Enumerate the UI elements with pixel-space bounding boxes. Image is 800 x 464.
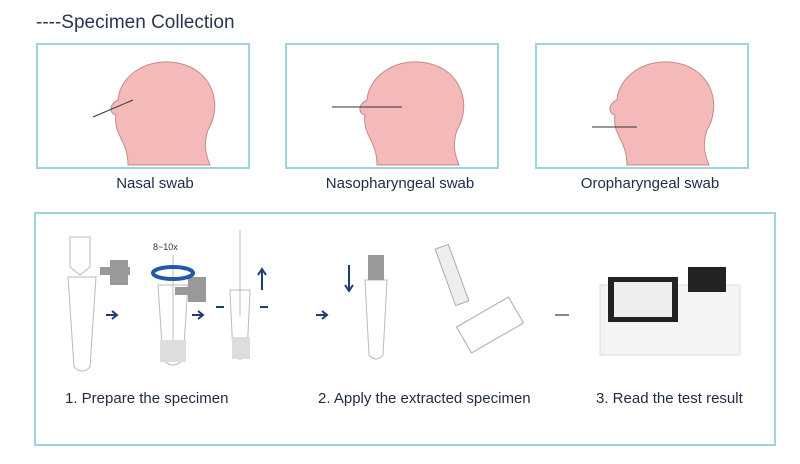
step-1-label: 1. Prepare the specimen xyxy=(65,390,229,407)
section-title: ----Specimen Collection xyxy=(36,12,235,33)
procedure-box xyxy=(34,212,776,446)
oropharyngeal-swab-panel xyxy=(535,43,749,169)
step-2-label: 2. Apply the extracted specimen xyxy=(318,390,531,407)
head-illustration xyxy=(92,61,216,166)
step-3-label: 3. Read the test result xyxy=(596,390,743,407)
rotation-label: 8~10x xyxy=(153,242,178,252)
nasal-swab-panel xyxy=(36,43,250,169)
caption-nasopharyngeal: Nasopharyngeal swab xyxy=(325,175,475,192)
caption-nasal: Nasal swab xyxy=(116,175,194,192)
head-illustration xyxy=(332,61,465,166)
arrow-icons xyxy=(106,265,354,320)
caption-oropharyngeal: Oropharyngeal swab xyxy=(580,175,720,192)
procedure-illustration: 8~10x xyxy=(67,230,741,372)
rotate-icon xyxy=(151,265,195,281)
head-illustration xyxy=(592,61,715,166)
nasopharyngeal-swab-panel xyxy=(285,43,499,169)
